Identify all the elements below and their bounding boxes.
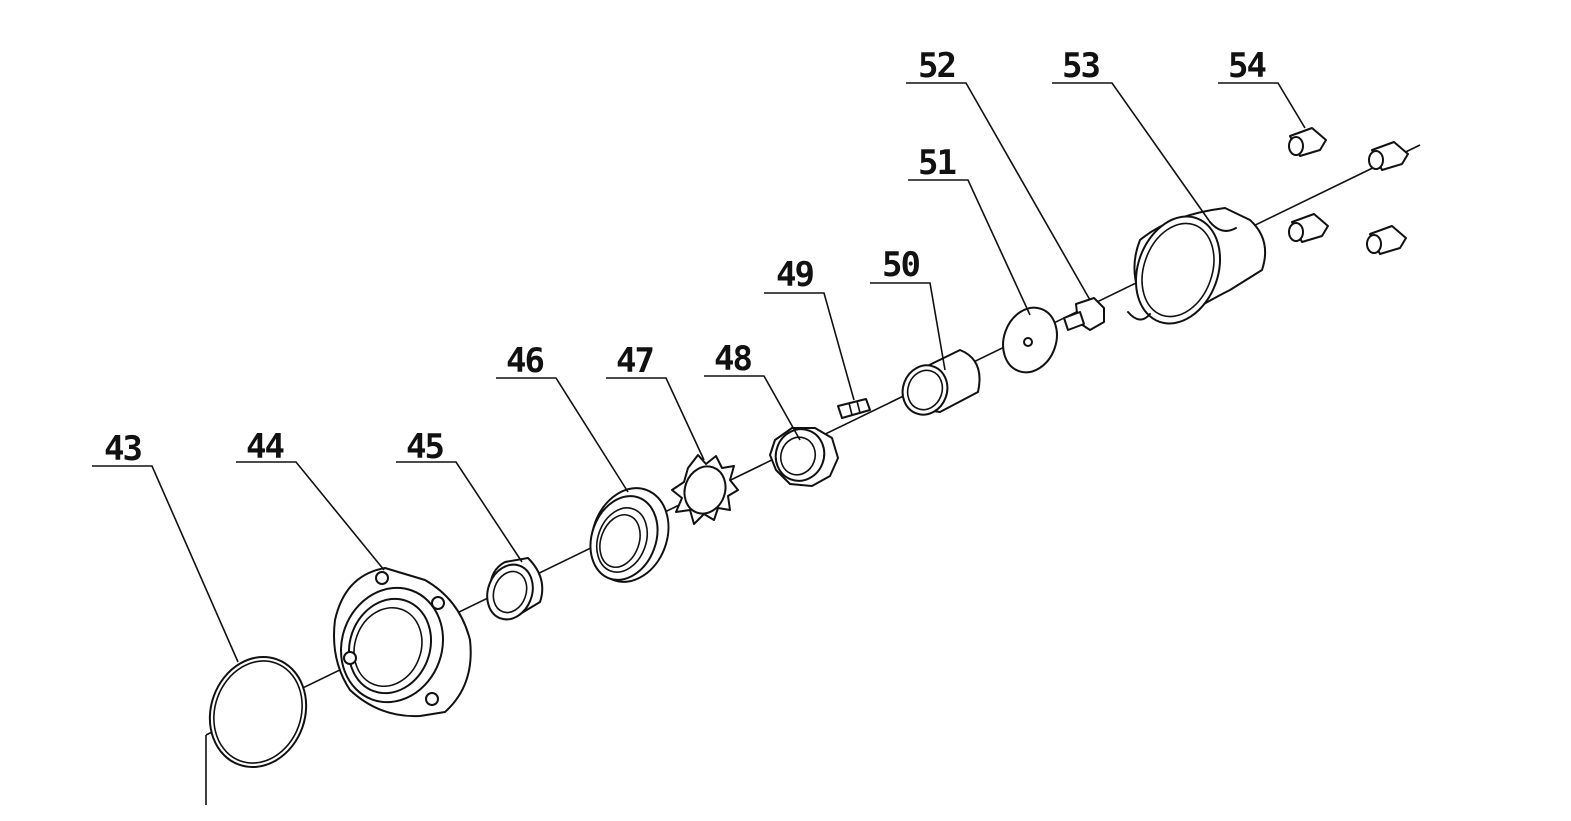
- leader-45: [396, 461, 523, 563]
- leader-44: [236, 461, 385, 571]
- bolt-2: [1368, 141, 1409, 171]
- part-53-end-cover: [1127, 207, 1266, 325]
- label-51: 51: [918, 143, 955, 183]
- part-52-grease-nipple: [1063, 297, 1105, 331]
- label-46: 46: [506, 341, 543, 381]
- bolt-3: [1288, 213, 1329, 243]
- leader-46: [496, 377, 629, 493]
- part-43-o-ring: [208, 655, 308, 769]
- leader-49: [764, 292, 855, 401]
- leader-54: [1218, 82, 1306, 129]
- label-43: 43: [104, 429, 141, 469]
- bolt-4: [1366, 225, 1407, 255]
- part-49-pin: [837, 398, 871, 419]
- label-47: 47: [616, 341, 653, 381]
- label-45: 45: [406, 427, 443, 467]
- part-48-slotted-nut: [769, 427, 839, 487]
- callout-labels: 43 44 45 46 47 48 49 50 51 52 53 54: [104, 46, 1267, 469]
- label-52: 52: [918, 46, 955, 86]
- part-45-bushing: [486, 557, 544, 621]
- leader-51: [908, 179, 1031, 316]
- label-54: 54: [1228, 46, 1265, 86]
- part-44-flange-housing: [333, 567, 472, 718]
- label-49: 49: [776, 255, 813, 295]
- part-46-bearing: [589, 487, 670, 583]
- leader-48: [704, 375, 801, 441]
- label-50: 50: [882, 245, 919, 285]
- label-53: 53: [1062, 46, 1099, 86]
- label-44: 44: [246, 427, 283, 467]
- bolt-1: [1288, 127, 1327, 157]
- part-54-bolts: [1288, 127, 1409, 255]
- leader-lines: [92, 82, 1306, 805]
- leader-52: [906, 82, 1091, 301]
- label-48: 48: [714, 339, 751, 379]
- leader-53: [1052, 82, 1211, 223]
- leader-47: [606, 377, 705, 461]
- part-50-sleeve: [901, 349, 981, 416]
- part-47-tab-washer: [671, 454, 739, 525]
- part-51-washer: [1002, 306, 1058, 374]
- leader-50: [870, 282, 946, 371]
- leader-43: [92, 465, 239, 663]
